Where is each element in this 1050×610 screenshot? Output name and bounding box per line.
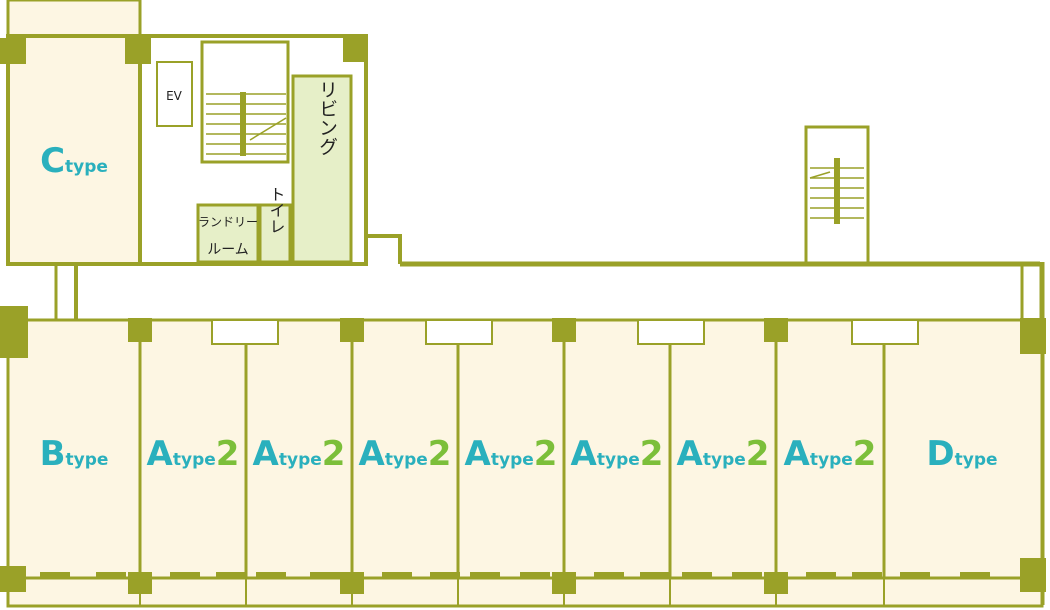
corridor (76, 265, 1024, 320)
wall-pillar (125, 38, 151, 64)
core-step-wall (364, 36, 402, 264)
laundry-room (196, 203, 260, 264)
living-label: リビング (316, 80, 338, 156)
unit-row (6, 318, 1044, 580)
unit-c (6, 34, 142, 266)
living-room (291, 74, 353, 264)
unit-d-label: Dtype (926, 434, 997, 474)
core-stairs (200, 40, 290, 164)
unit-a6 (668, 318, 778, 580)
toilet-room (258, 203, 292, 264)
unit-a1 (138, 318, 248, 580)
ev-label: EV (166, 89, 183, 103)
ev-shaft (156, 61, 193, 127)
unit-b (6, 318, 142, 580)
balcony (6, 576, 1044, 608)
laundry-label-2: ルーム (207, 242, 249, 258)
unit-a4 (456, 318, 566, 580)
pillars (0, 306, 1046, 594)
unit-a1-label: Atype2 (147, 434, 240, 474)
unit-a7-label: Atype2 (784, 434, 877, 474)
unit-d (882, 318, 1044, 580)
wall-pillar (343, 38, 367, 62)
unit-a4-label: Atype2 (465, 434, 558, 474)
wall-pillar (0, 38, 26, 64)
tower-stairs (809, 158, 864, 224)
unit-a2 (244, 318, 354, 580)
entry-alcoves (211, 319, 919, 345)
laundry-label-1: ランドリー (198, 215, 258, 229)
unit-a6-label: Atype2 (677, 434, 770, 474)
unit-a5-label: Atype2 (571, 434, 664, 474)
unit-a2-label: Atype2 (253, 434, 346, 474)
unit-a5 (562, 318, 672, 580)
unit-a7 (774, 318, 886, 580)
roof-box (6, 0, 142, 38)
unit-a3-label: Atype2 (359, 434, 452, 474)
unit-c-label: Ctype (40, 141, 108, 181)
toilet-label: トイレ (267, 186, 286, 234)
unit-a3 (350, 318, 460, 580)
unit-b-label: Btype (40, 434, 109, 474)
